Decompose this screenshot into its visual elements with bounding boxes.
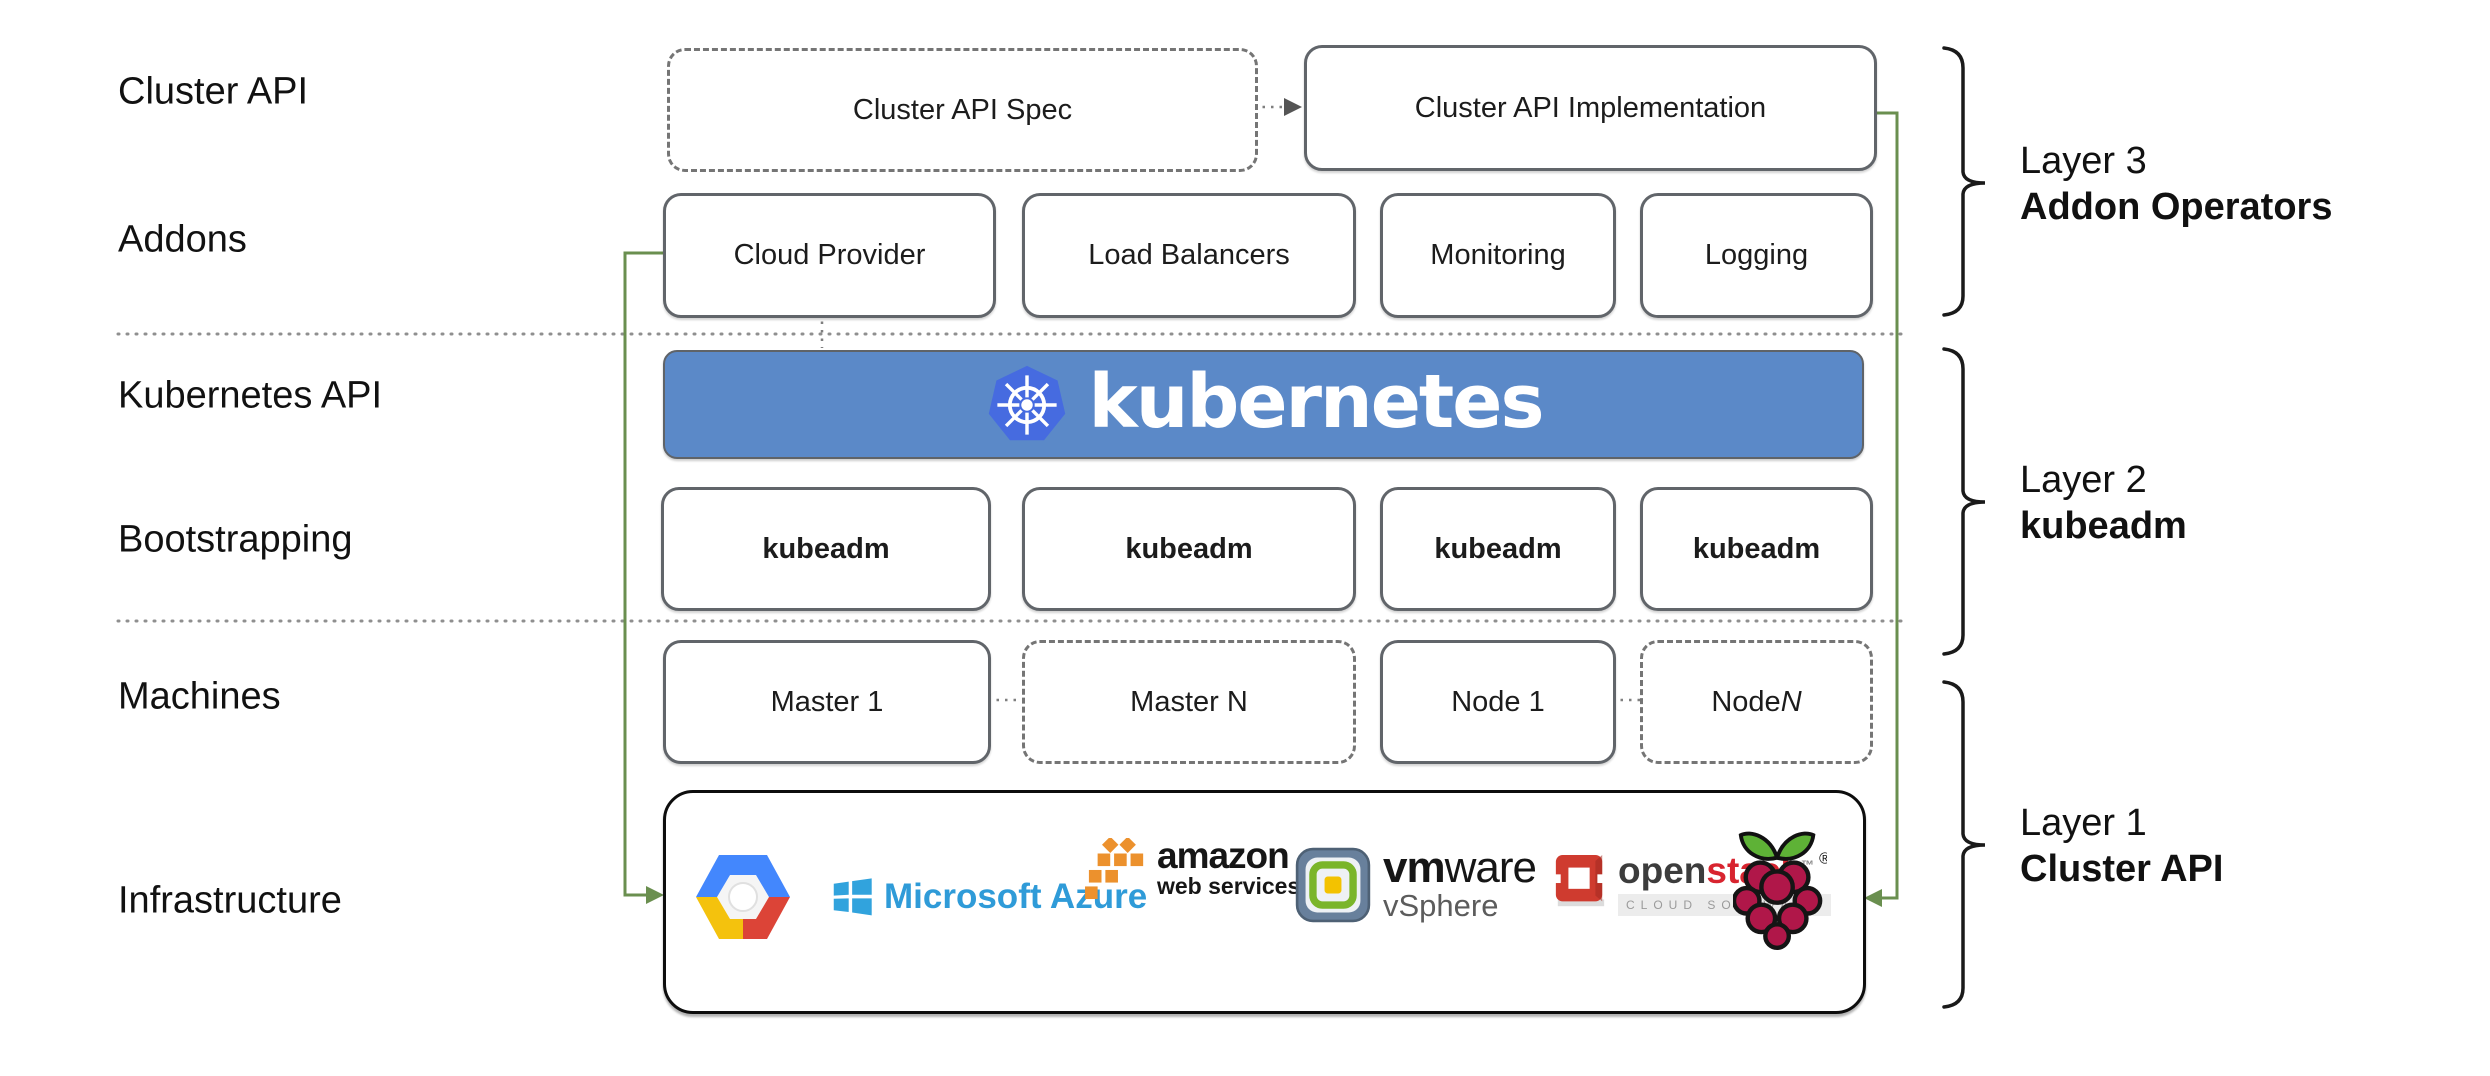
row-label-addons: Addons: [118, 218, 247, 261]
layer-1-line1: Layer 1: [2020, 802, 2147, 844]
layer-2-line1: Layer 2: [2020, 459, 2147, 501]
row-label-infrastructure: Infrastructure: [118, 879, 342, 922]
kubernetes-logo-icon: [989, 365, 1066, 440]
layer-3-line2: Addon Operators: [2020, 186, 2333, 228]
vmware-wordmark-bold: vm: [1383, 843, 1446, 893]
row-label-bootstrapping: Bootstrapping: [118, 518, 353, 561]
aws-cubes-icon: [1085, 838, 1144, 900]
row-label-cluster-api: Cluster API: [118, 70, 309, 113]
row-label-kubernetes-api: Kubernetes API: [118, 374, 383, 417]
aws-tagline: web services: [1157, 873, 1301, 900]
kubernetes-banner: kubernetes: [663, 350, 1864, 459]
green-connector-right: [1871, 111, 1899, 900]
kubeadm-box-2: kubeadm: [1022, 487, 1356, 611]
google-cloud-icon: [696, 855, 790, 939]
addon-box-logging: Logging: [1640, 193, 1873, 318]
raspberry-pi-registered-mark: ®: [1819, 851, 1827, 868]
vmware-wordmark: vmware: [1383, 846, 1537, 890]
vmware-icon: [1295, 847, 1371, 923]
machine-box-master-n: Master N: [1022, 640, 1356, 764]
spec-to-implementation-arrowhead-icon: [1284, 98, 1302, 116]
azure-wordmark: Microsoft Azure: [884, 877, 1148, 916]
addon-box-load-balancers: Load Balancers: [1022, 193, 1356, 318]
logo-raspberry-pi: ®: [1733, 828, 1827, 952]
vmware-wordmark-rest: ware: [1444, 843, 1537, 893]
kubeadm-box-4: kubeadm: [1640, 487, 1873, 611]
bracket-layer-1: [1942, 680, 1986, 1009]
aws-wordmark: amazon: [1157, 835, 1290, 876]
openstack-wordmark-open: open: [1618, 850, 1707, 891]
logo-vmware-vsphere: vmware vSphere: [1295, 846, 1537, 923]
layer-1-label: Layer 1 Cluster API: [2020, 800, 2223, 892]
kubeadm-box-3: kubeadm: [1380, 487, 1616, 611]
bracket-layer-3: [1942, 46, 1986, 317]
green-arrowhead-left-icon: [646, 886, 664, 904]
cluster-api-spec-box: Cluster API Spec: [667, 48, 1258, 172]
logo-microsoft-azure: Microsoft Azure: [828, 876, 1147, 918]
machine-box-node-1: Node 1: [1380, 640, 1616, 764]
bracket-layer-2: [1942, 347, 1986, 656]
kubernetes-wordmark: kubernetes: [1088, 358, 1544, 445]
layer-2-line2: kubeadm: [2020, 505, 2187, 547]
green-arrowhead-right-icon: [1864, 889, 1882, 907]
row-label-machines: Machines: [118, 675, 281, 718]
azure-window-icon: [833, 878, 872, 916]
layer-2-label: Layer 2 kubeadm: [2020, 457, 2187, 549]
layer-1-line2: Cluster API: [2020, 848, 2224, 890]
openstack-icon: [1552, 855, 1608, 907]
layer-3-line1: Layer 3: [2020, 140, 2147, 182]
kubeadm-box-1: kubeadm: [661, 487, 991, 611]
machine-box-master-1: Master 1: [663, 640, 991, 764]
logo-aws: amazon web services: [1085, 835, 1301, 900]
layer-3-label: Layer 3 Addon Operators: [2020, 138, 2332, 230]
addon-box-cloud-provider: Cloud Provider: [663, 193, 996, 318]
addon-box-monitoring: Monitoring: [1380, 193, 1616, 318]
logo-google-cloud: [693, 845, 793, 949]
node-n-italic-suffix: N: [1780, 685, 1802, 718]
vsphere-label: vSphere: [1383, 887, 1499, 923]
green-connector-left: [623, 251, 663, 897]
cluster-api-implementation-box: Cluster API Implementation: [1304, 45, 1877, 171]
node-n-prefix: Node: [1711, 685, 1781, 718]
raspberry-pi-icon: ®: [1733, 831, 1827, 950]
machine-box-node-n: Node N: [1640, 640, 1873, 764]
